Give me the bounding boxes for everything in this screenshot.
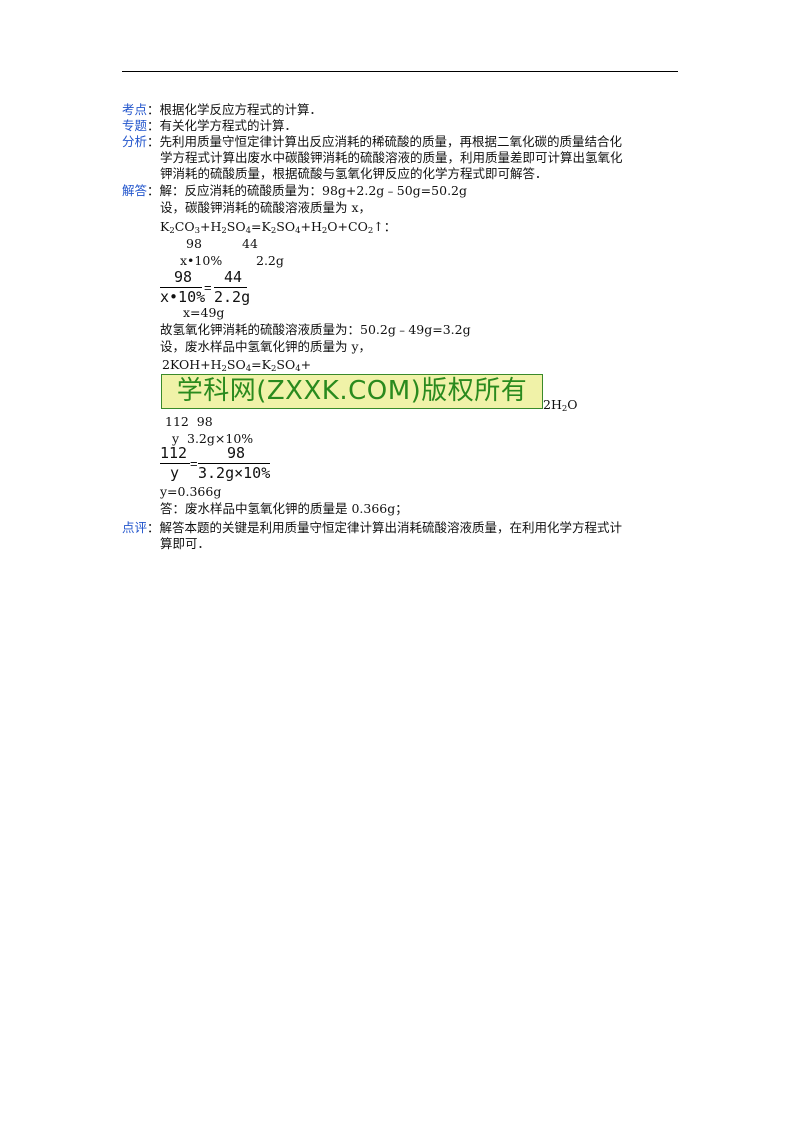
koh-acid-line: 故氢氧化钾消耗的硫酸溶液质量为：50.2g﹣49g=3.2g xyxy=(160,322,471,337)
frac1-bar-1 xyxy=(160,287,202,288)
jieda-label: 解答 xyxy=(122,183,148,198)
frac2-bar-2 xyxy=(198,463,270,464)
frac2-equals: = xyxy=(190,456,198,471)
y-result: y=0.366g xyxy=(160,484,222,499)
fenxi-line-1: 分析：先利用质量守恒定律计算出反应消耗的稀硫酸的质量，再根据二氧化碳的质量结合化 xyxy=(122,134,622,150)
jieda-first-text: ：解：反应消耗的硫酸质量为：98g+2.2g﹣50g=50.2g xyxy=(147,183,467,198)
set-y-line: 设，废水样品中氢氧化钾的质量为 y， xyxy=(160,339,372,354)
frac2-bar-1 xyxy=(160,463,190,464)
frac2-num-1: 112 xyxy=(160,444,188,462)
kaodian-label: 考点 xyxy=(122,102,148,117)
fenxi-label: 分析 xyxy=(122,134,148,149)
kaodian-line: 考点：根据化学反应方程式的计算． xyxy=(122,102,322,118)
frac2-num-2: 98 xyxy=(227,444,246,462)
equation-1: K2CO3+H2SO4=K2SO4+H2O+CO2↑： xyxy=(160,219,397,236)
zhuanti-line: 专题：有关化学方程式的计算． xyxy=(122,118,297,134)
fenxi-line-3: 钾消耗的硫酸质量，根据硫酸与氢氧化钾反应的化学方程式即可解答． xyxy=(160,166,548,181)
eq1-g: 2.2g xyxy=(256,253,284,268)
equation-2-tail: 2H2O xyxy=(543,397,578,414)
frac1-equals: = xyxy=(204,280,212,295)
equation-2: 2KOH+H2SO4=K2SO4+ xyxy=(162,357,312,374)
dianping-line-1: 点评：解答本题的关键是利用质量守恒定律计算出消耗硫酸溶液质量，在利用化学方程式计 xyxy=(122,520,622,536)
frac1-den-2: 2.2g xyxy=(214,288,251,306)
set-x-line: 设，碳酸钾消耗的硫酸溶液质量为 x， xyxy=(160,200,372,215)
eq1-mass-44: 44 xyxy=(242,236,258,251)
x-result: x=49g xyxy=(183,305,225,320)
dianping-line-2: 算即可． xyxy=(160,536,211,551)
fenxi-line-2: 学方程式计算出废水中碳酸钾消耗的硫酸溶液的质量，利用质量差即可计算出氢氧化 xyxy=(160,150,623,165)
frac1-den-1: x•10% xyxy=(160,288,206,306)
dianping-text-1: ：解答本题的关键是利用质量守恒定律计算出消耗硫酸溶液质量，在利用化学方程式计 xyxy=(147,520,623,535)
zhuanti-text: ：有关化学方程式的计算． xyxy=(147,118,298,133)
frac1-bar-2 xyxy=(214,287,247,288)
kaodian-text: ：根据化学反应方程式的计算． xyxy=(147,102,323,117)
frac1-num-1: 98 xyxy=(174,268,193,286)
eq1-x: x•10% xyxy=(180,253,223,268)
eq2-masses: 112 98 xyxy=(165,414,213,429)
jieda-line: 解答：解：反应消耗的硫酸质量为：98g+2.2g﹣50g=50.2g xyxy=(122,183,467,199)
frac1-num-2: 44 xyxy=(224,268,243,286)
top-rule xyxy=(122,71,678,72)
eq2-y: y 3.2g×10% xyxy=(172,431,254,446)
watermark-banner: 学科网(ZXXK.COM)版权所有 xyxy=(161,374,543,409)
answer-line: 答：废水样品中氢氧化钾的质量是 0.366g； xyxy=(160,501,408,516)
frac2-den-2: 3.2g×10% xyxy=(198,464,271,482)
eq1-mass-98: 98 xyxy=(186,236,202,251)
dianping-label: 点评 xyxy=(122,520,148,535)
zhuanti-label: 专题 xyxy=(122,118,148,133)
frac2-den-1: y xyxy=(170,464,180,482)
fenxi-text-1: ：先利用质量守恒定律计算出反应消耗的稀硫酸的质量，再根据二氧化碳的质量结合化 xyxy=(147,134,623,149)
